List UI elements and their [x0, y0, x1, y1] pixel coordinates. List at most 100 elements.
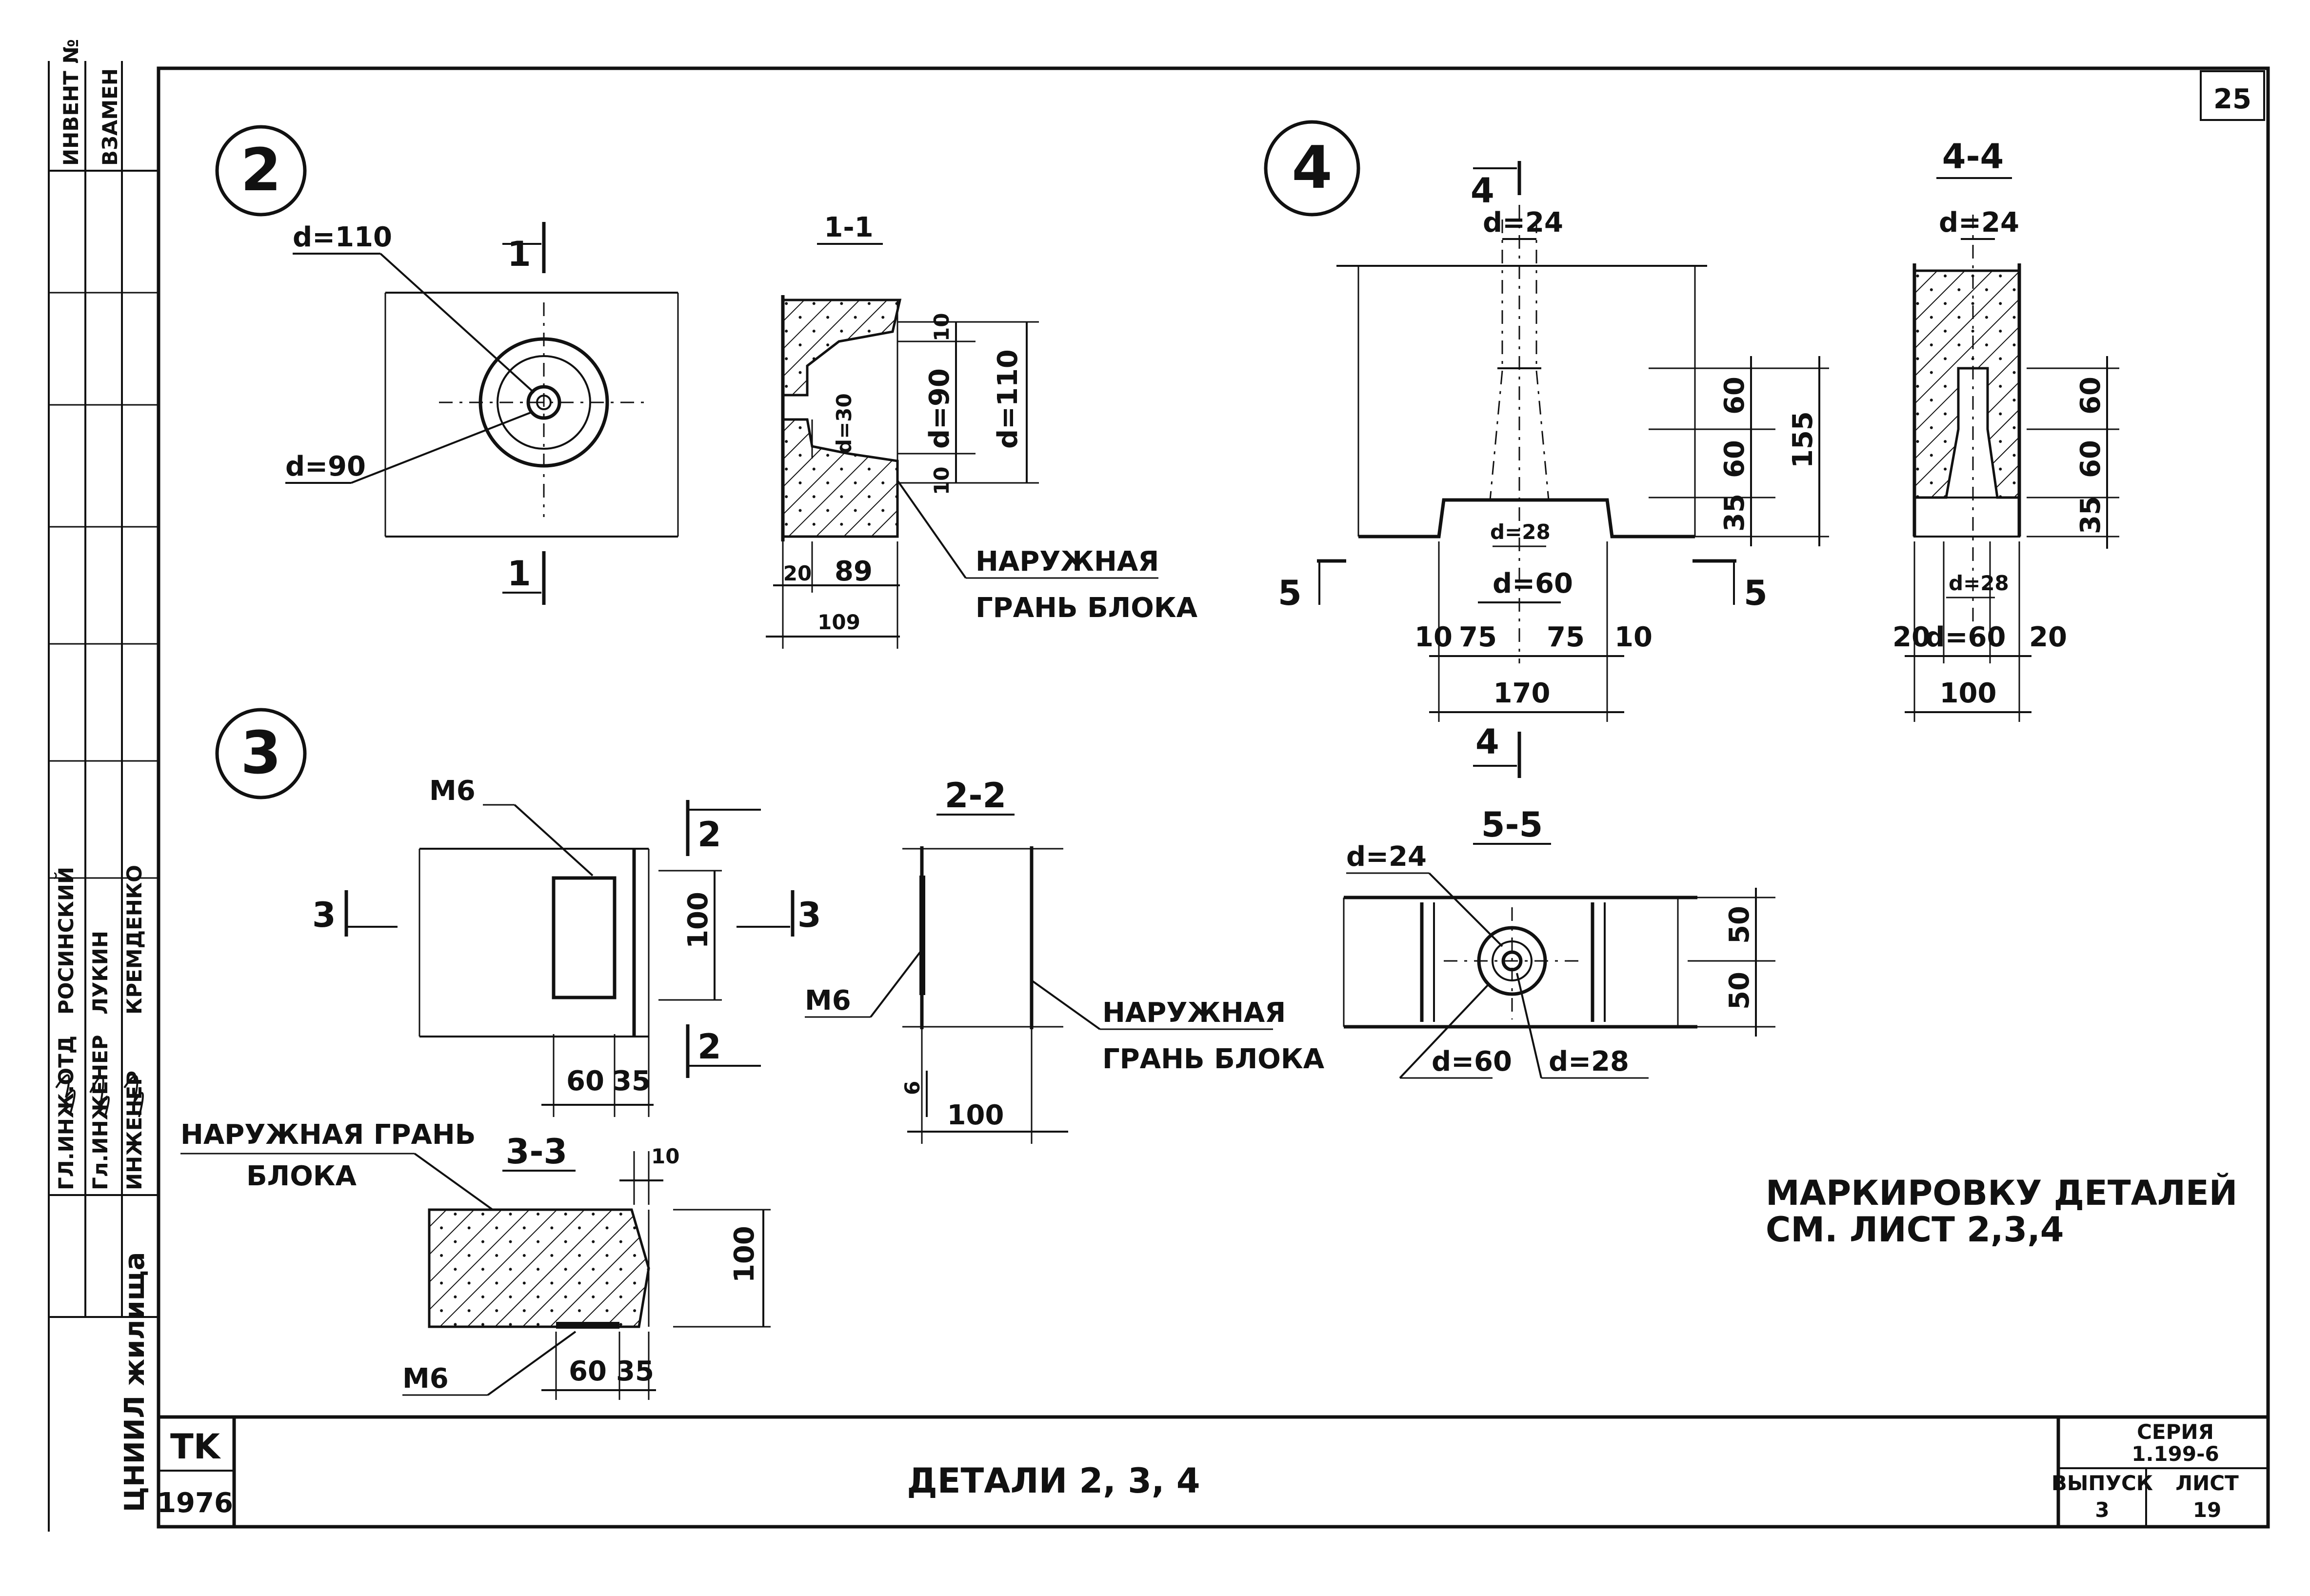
section-4-4-dim-d60: d=60	[1926, 621, 2006, 653]
detail-3-dim-35: 35	[613, 1065, 651, 1097]
institute-label: ЦНИИЛ жилища	[119, 1252, 151, 1512]
section-2-2-outer-face-1: НАРУЖНАЯ	[1102, 997, 1286, 1029]
section-4-4-dim-20-right: 20	[2029, 621, 2067, 653]
section-4-4-d28: d=28	[1949, 571, 2009, 595]
detail-4-d60: d=60	[1493, 568, 1573, 599]
detail-4-d28: d=28	[1490, 520, 1551, 544]
name-rosinsky: РОСИНСКИЙ	[54, 867, 78, 1015]
section-3-3-outer-face-1: НАРУЖНАЯ ГРАНЬ	[180, 1119, 476, 1151]
role-engineer: ИНЖЕНЕР	[122, 1071, 146, 1190]
detail-4-mark: 4	[1292, 134, 1333, 202]
detail-4-cut-5-right: 5	[1744, 573, 1768, 613]
section-3-3-dim-60: 60	[569, 1356, 607, 1387]
sheet-label: ЛИСТ	[2175, 1471, 2239, 1495]
section-5-5-d28: d=28	[1549, 1046, 1629, 1077]
detail-4-dim-60-top: 60	[1719, 377, 1751, 415]
section-3-3-outer-face-2: БЛОКА	[246, 1160, 357, 1192]
section-1-1-outer-face-1: НАРУЖНАЯ	[976, 546, 1159, 578]
detail-3-m6-label: М6	[429, 775, 476, 807]
section-1-1-dim-10-bottom: 10	[930, 467, 954, 495]
detail-4-dim-75-right: 75	[1547, 621, 1585, 653]
detail-4: 4 4 4 d=24 d=28 d=60 5 5 10 75	[1264, 120, 2119, 1079]
drawing-title: ДЕТАЛИ 2, 3, 4	[907, 1461, 1200, 1501]
section-4-4-dim-60-mid: 60	[2075, 440, 2107, 478]
section-4-4-dim-100: 100	[1940, 678, 1997, 709]
section-1-1-outer-face-2: ГРАНЬ БЛОКА	[976, 592, 1198, 624]
section-1-1-title: 1-1	[824, 212, 873, 243]
section-5-5-d60: d=60	[1432, 1046, 1512, 1077]
section-5-5-title: 5-5	[1481, 805, 1543, 845]
section-2-2-title: 2-2	[945, 776, 1006, 816]
detail-3-cut-2-top: 2	[697, 815, 721, 855]
inventory-label: ИНВЕНТ №	[59, 39, 83, 166]
detail-3-cut-left: 3	[312, 895, 336, 935]
detail-2-cut-bottom: 1	[507, 554, 531, 594]
org-code: TK	[170, 1427, 221, 1467]
section-3-3-dim-35: 35	[616, 1356, 654, 1387]
section-2-2-m6: М6	[805, 985, 851, 1017]
detail-4-dim-155: 155	[1787, 411, 1819, 468]
section-1-1-dim-20: 20	[783, 561, 812, 585]
section-3-3-dim-100: 100	[729, 1226, 760, 1283]
section-1-1-dim-89: 89	[835, 556, 873, 587]
signatures	[55, 1074, 144, 1117]
section-4-4-dim-35: 35	[2075, 496, 2107, 534]
title-block: TK 1976 ДЕТАЛИ 2, 3, 4 СЕРИЯ 1.199-6 ВЫП…	[157, 1415, 2268, 1527]
section-1-1-dim-d90: d=90	[924, 368, 956, 449]
detail-3-dim-100: 100	[682, 892, 714, 949]
note-line-1: МАРКИРОВКУ ДЕТАЛЕЙ	[1766, 1173, 2237, 1213]
detail-4-d24: d=24	[1483, 207, 1563, 239]
name-lukin: ЛУКИН	[88, 931, 112, 1015]
section-3-3-m6: М6	[402, 1363, 449, 1395]
section-2-2-dim-100: 100	[947, 1099, 1004, 1131]
detail-3: 3 М6 100 60 35 3 3 2 2 2-2	[180, 708, 1325, 1400]
section-5-5-dim-50-top: 50	[1724, 906, 1755, 944]
section-1-1-dim-109: 109	[817, 610, 860, 634]
detail-4-dim-35: 35	[1719, 494, 1751, 532]
detail-2-cut-top: 1	[507, 234, 531, 274]
role-chief-dept: ГЛ.ИНЖ.ОТД	[54, 1036, 78, 1190]
section-4-4-d24: d=24	[1939, 207, 2019, 239]
detail-4-dim-75-left: 75	[1459, 621, 1497, 653]
section-2-2-dim-6: 6	[900, 1081, 924, 1095]
detail-2-d110: d=110	[293, 221, 392, 253]
vzamen-label: ВЗАМЕН	[98, 68, 122, 166]
detail-4-cut-bottom: 4	[1475, 722, 1499, 762]
section-3-3-dim-10: 10	[651, 1144, 679, 1168]
issue-value: 3	[2095, 1498, 2109, 1522]
role-chief-engineer: Гл.ИНЖЕНЕР	[88, 1035, 112, 1190]
section-2-2-outer-face-2: ГРАНЬ БЛОКА	[1102, 1043, 1325, 1075]
section-4-4-dim-60-top: 60	[2075, 377, 2107, 415]
detail-2-d90: d=90	[285, 451, 366, 482]
section-1-1-dim-d30: d=30	[832, 393, 856, 454]
detail-3-cut-2-bottom: 2	[697, 1027, 721, 1067]
detail-2-mark: 2	[240, 137, 281, 204]
detail-4-dim-170: 170	[1494, 678, 1551, 709]
section-5-5-dim-50-bottom: 50	[1724, 972, 1755, 1010]
detail-2: 2 d=110 d=90 1 1 1-1 10 d=30 d=90	[215, 125, 1198, 649]
section-3-3-title: 3-3	[506, 1132, 567, 1172]
series-value: 1.199-6	[2131, 1442, 2219, 1466]
detail-4-dim-60-mid: 60	[1719, 440, 1751, 478]
section-1-1-dim-10-top: 10	[930, 313, 954, 341]
detail-3-mark: 3	[240, 719, 281, 787]
detail-3-dim-60: 60	[566, 1065, 604, 1097]
note-line-2: СМ. ЛИСТ 2,3,4	[1766, 1210, 2064, 1250]
section-5-5-d24: d=24	[1346, 841, 1427, 873]
sheet-value: 19	[2193, 1498, 2221, 1522]
section-4-4-title: 4-4	[1942, 137, 2004, 177]
detail-4-dim-10-right: 10	[1614, 621, 1653, 653]
section-4-4-dim-20-left: 20	[1892, 621, 1931, 653]
sheet-frame: 25	[157, 66, 2270, 1529]
section-1-1-dim-d110: d=110	[992, 349, 1024, 449]
detail-4-cut-5-left: 5	[1278, 573, 1302, 613]
name-kremdenko: КРЕМДЕНКО	[122, 865, 146, 1015]
issue-label: ВЫПУСК	[2051, 1471, 2153, 1495]
detail-4-cut-top: 4	[1471, 171, 1494, 211]
detail-3-cut-right: 3	[797, 895, 821, 935]
series-label: СЕРИЯ	[2137, 1420, 2214, 1444]
detail-4-dim-10-left: 10	[1414, 621, 1453, 653]
sheet-number: 25	[2213, 83, 2251, 115]
marking-note: МАРКИРОВКУ ДЕТАЛЕЙ СМ. ЛИСТ 2,3,4	[1766, 1173, 2237, 1250]
